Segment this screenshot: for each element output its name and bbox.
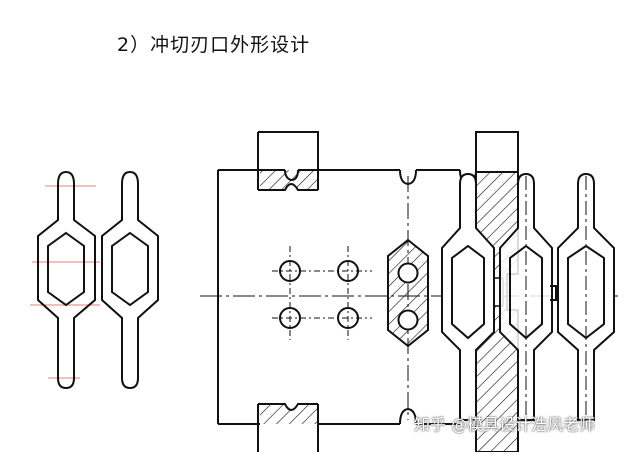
watermark: 知乎 @模具设计浩风老师	[414, 415, 596, 434]
die-plate	[217, 169, 477, 425]
edge-outline-2	[101, 170, 159, 390]
edge-centerlines	[525, 176, 587, 420]
edge-notch	[550, 285, 557, 301]
upper-guide-block	[257, 131, 319, 191]
lower-guide-block	[257, 403, 319, 452]
construction-lines	[30, 185, 100, 379]
left-edge-profiles	[30, 170, 159, 390]
hatched-slot	[387, 238, 429, 348]
die-assembly	[200, 131, 620, 452]
cutting-edge-1	[441, 172, 495, 421]
edge-outline-1	[37, 170, 96, 390]
pilot-holes	[272, 246, 372, 340]
section-heading: 2）冲切刃口外形设计	[117, 34, 311, 56]
